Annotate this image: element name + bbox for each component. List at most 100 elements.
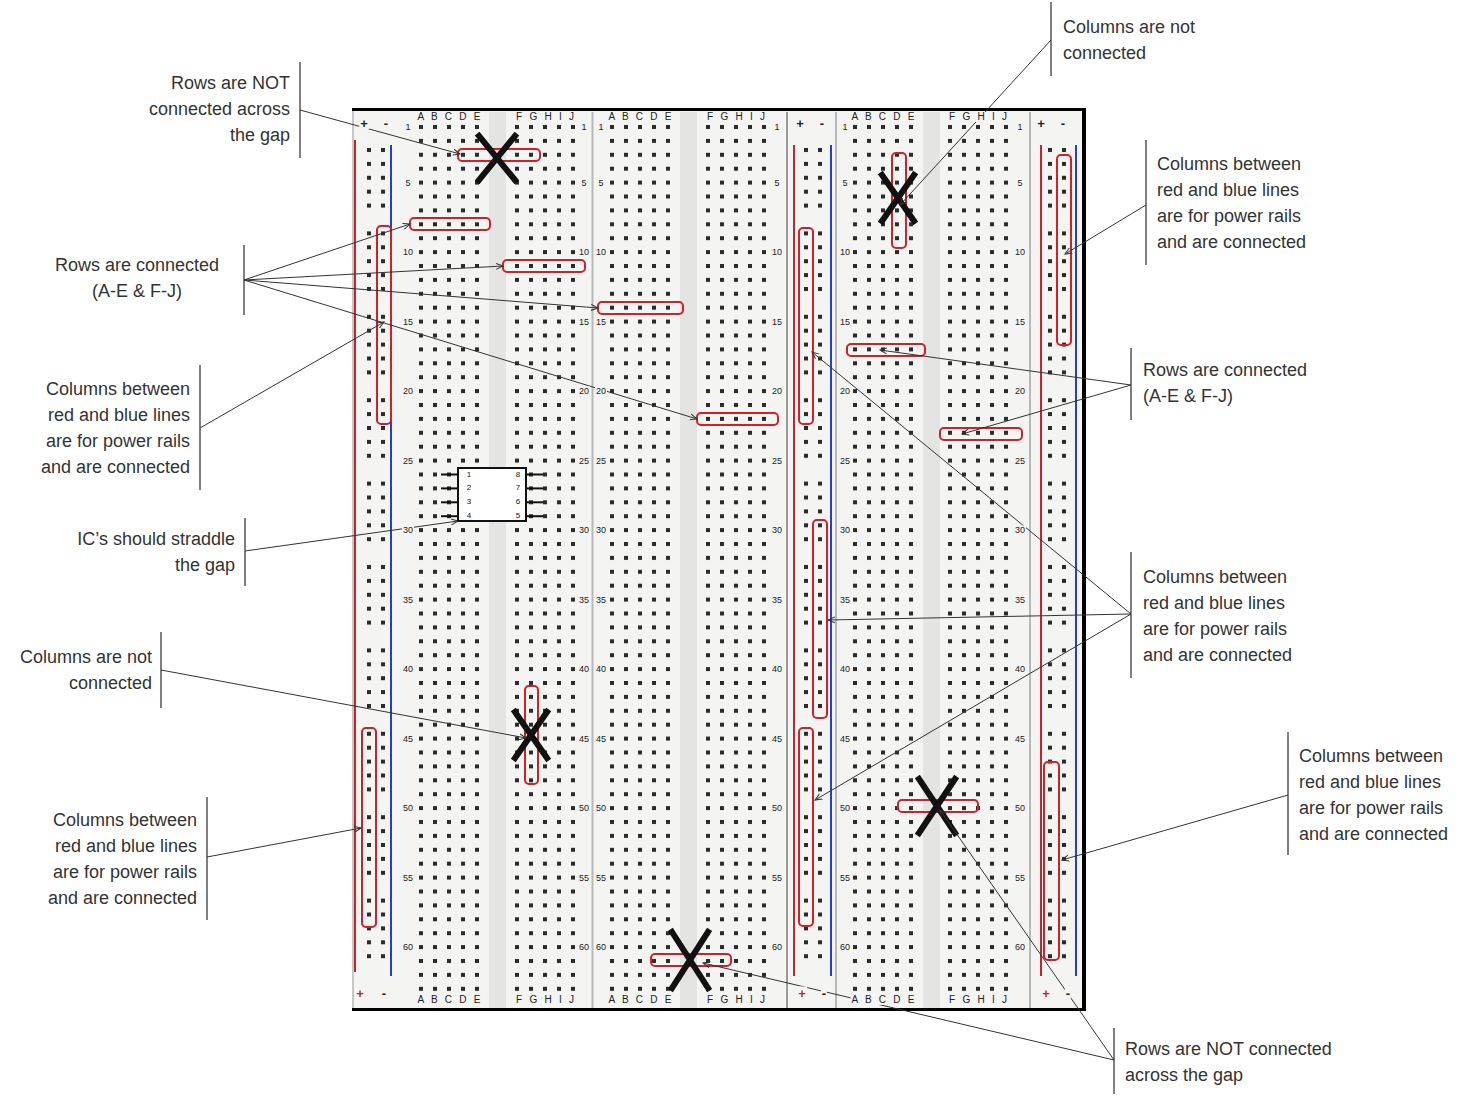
row-number: 40 bbox=[771, 665, 783, 674]
row-number: 50 bbox=[771, 804, 783, 813]
row-number: 1 bbox=[580, 123, 587, 132]
row-number: 50 bbox=[578, 804, 590, 813]
row-number: 1 bbox=[773, 123, 780, 132]
center-channel bbox=[923, 112, 940, 1008]
callout-text: Columns between red and blue lines are f… bbox=[20, 376, 190, 480]
callout-bars bbox=[161, 2, 1288, 1094]
row-number: 55 bbox=[771, 873, 783, 882]
row-number: 30 bbox=[1014, 526, 1026, 535]
row-number: 40 bbox=[578, 665, 590, 674]
row-number: 30 bbox=[402, 526, 414, 535]
callout-text: Columns between red and blue lines are f… bbox=[1143, 564, 1313, 668]
column-letters: F G H I J bbox=[515, 995, 575, 1005]
hole-grid bbox=[852, 124, 915, 992]
row-number: 35 bbox=[1014, 595, 1026, 604]
callout-text: Columns are not connected bbox=[1063, 14, 1213, 66]
callout-text: Rows are connected (A-E & F-J) bbox=[42, 252, 232, 304]
column-letters: A B C D E bbox=[416, 995, 481, 1005]
row-number: 20 bbox=[839, 387, 851, 396]
pin-number: 6 bbox=[516, 498, 520, 506]
row-number: 35 bbox=[771, 595, 783, 604]
row-number: 45 bbox=[1014, 734, 1026, 743]
callout-text: Columns between red and blue lines are f… bbox=[27, 807, 197, 911]
row-number: 5 bbox=[404, 178, 411, 187]
column-letters: A B C D E bbox=[607, 112, 672, 122]
hole-grid bbox=[947, 124, 1010, 992]
row-number: 25 bbox=[771, 456, 783, 465]
row-number: 10 bbox=[1014, 248, 1026, 257]
row-number: 60 bbox=[1014, 943, 1026, 952]
row-number: 1 bbox=[404, 123, 411, 132]
rail-polarity: - bbox=[1065, 987, 1071, 1000]
row-number: 60 bbox=[771, 943, 783, 952]
row-number: 45 bbox=[839, 734, 851, 743]
row-number: 45 bbox=[595, 734, 607, 743]
rail-polarity: + bbox=[797, 987, 807, 1000]
row-number: 45 bbox=[771, 734, 783, 743]
row-number: 10 bbox=[578, 248, 590, 257]
row-number: 60 bbox=[595, 943, 607, 952]
row-number: 20 bbox=[578, 387, 590, 396]
pin-number: 7 bbox=[516, 484, 520, 492]
row-number: 5 bbox=[841, 178, 848, 187]
row-number: 30 bbox=[771, 526, 783, 535]
row-number: 30 bbox=[595, 526, 607, 535]
row-number: 60 bbox=[578, 943, 590, 952]
row-number: 20 bbox=[771, 387, 783, 396]
row-number: 25 bbox=[839, 456, 851, 465]
column-letters: F G H I J bbox=[515, 112, 575, 122]
column-letters: F G H I J bbox=[706, 112, 766, 122]
row-number: 55 bbox=[1014, 873, 1026, 882]
center-channel bbox=[489, 112, 506, 1008]
row-number: 35 bbox=[578, 595, 590, 604]
callout-text: Rows are connected (A-E & F-J) bbox=[1143, 357, 1333, 409]
rail-polarity: + bbox=[1036, 117, 1046, 130]
row-number: 40 bbox=[839, 665, 851, 674]
row-number: 20 bbox=[1014, 387, 1026, 396]
leader-lines bbox=[161, 40, 1288, 1060]
pin-number: 3 bbox=[467, 498, 471, 506]
row-number: 10 bbox=[839, 248, 851, 257]
rail-polarity: - bbox=[1060, 117, 1066, 130]
hole-grid bbox=[609, 124, 672, 992]
callout-text: IC’s should straddle the gap bbox=[60, 526, 235, 578]
pin-number: 4 bbox=[467, 512, 471, 520]
pin-number: 2 bbox=[467, 484, 471, 492]
rail-polarity: + bbox=[359, 117, 369, 130]
hole-grid bbox=[705, 124, 768, 992]
rail-polarity: - bbox=[821, 987, 827, 1000]
row-number: 10 bbox=[771, 248, 783, 257]
row-number: 15 bbox=[1014, 317, 1026, 326]
row-number: 1 bbox=[597, 123, 604, 132]
column-letters: F G H I J bbox=[948, 112, 1008, 122]
row-number: 50 bbox=[839, 804, 851, 813]
row-number: 55 bbox=[839, 873, 851, 882]
row-number: 10 bbox=[402, 248, 414, 257]
row-number: 25 bbox=[402, 456, 414, 465]
positive-rail-line bbox=[793, 145, 795, 976]
callout-text: Rows are NOT connected across the gap bbox=[1125, 1036, 1360, 1088]
row-number: 20 bbox=[402, 387, 414, 396]
pin-number: 5 bbox=[516, 512, 520, 520]
row-number: 1 bbox=[1016, 123, 1023, 132]
row-number: 60 bbox=[839, 943, 851, 952]
row-number: 25 bbox=[578, 456, 590, 465]
row-number: 40 bbox=[595, 665, 607, 674]
row-number: 1 bbox=[841, 123, 848, 132]
strip-separator bbox=[1029, 112, 1031, 1008]
column-letters: A B C D E bbox=[850, 112, 915, 122]
highlight-boxes bbox=[362, 149, 1071, 966]
rail-polarity: + bbox=[355, 987, 365, 1000]
negative-rail-line bbox=[1075, 145, 1077, 976]
ic-chip: 12345678 bbox=[457, 467, 527, 522]
column-letters: F G H I J bbox=[948, 995, 1008, 1005]
row-number: 35 bbox=[595, 595, 607, 604]
row-number: 15 bbox=[771, 317, 783, 326]
row-number: 40 bbox=[402, 665, 414, 674]
row-number: 5 bbox=[580, 178, 587, 187]
column-letters: A B C D E bbox=[416, 112, 481, 122]
row-number: 10 bbox=[595, 248, 607, 257]
row-number: 55 bbox=[402, 873, 414, 882]
row-number: 35 bbox=[402, 595, 414, 604]
row-number: 15 bbox=[578, 317, 590, 326]
